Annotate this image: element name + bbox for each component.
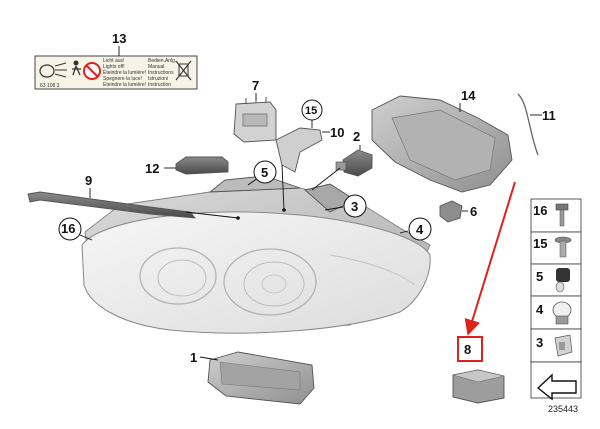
callout-circle-4 — [408, 217, 432, 241]
disposal-bin-icon — [175, 60, 192, 81]
svg-text:Manual: Manual — [148, 64, 164, 70]
svg-text:Eteindre la lumière!: Eteindre la lumière! — [103, 82, 146, 88]
callout-14: 14 — [461, 88, 476, 103]
trim-strip — [27, 191, 197, 219]
lower-tray — [207, 351, 315, 405]
highlight-arrow — [464, 181, 516, 336]
svg-text:Istruzioni: Istruzioni — [148, 76, 168, 82]
svg-text:Bedien.Anlg.: Bedien.Anlg. — [148, 58, 176, 64]
callout-16: 16 — [61, 221, 75, 236]
clip-icon — [554, 334, 573, 357]
svg-text:Instruction: Instruction — [148, 82, 171, 88]
svg-text:Instructions: Instructions — [148, 70, 174, 76]
callout-8: 8 — [464, 342, 471, 357]
legend-item-5: 5 — [536, 269, 543, 284]
callout-2: 2 — [353, 129, 360, 144]
label-text-right: Bedien.Anlg. Manual Instructions Istruzi… — [148, 58, 176, 88]
callout-9: 9 — [85, 173, 92, 188]
callout-15: 15 — [305, 105, 317, 117]
cable — [517, 93, 539, 156]
person-pictogram-icon — [72, 60, 81, 76]
callout-7: 7 — [252, 78, 259, 93]
socket-6 — [439, 200, 463, 223]
legend-item-16: 16 — [533, 203, 547, 218]
control-unit — [233, 97, 277, 143]
next-page-arrow-icon[interactable] — [536, 373, 577, 401]
callout-circle-16 — [58, 217, 82, 241]
housing-cover — [371, 95, 513, 193]
svg-text:Lights off!: Lights off! — [103, 64, 125, 70]
callout-circle-5 — [253, 160, 277, 184]
headlight-assembly — [81, 175, 431, 334]
legend-item-4: 4 — [536, 302, 544, 317]
label-text-left: Licht aus! Lights off! Éteindre la lumiè… — [103, 58, 146, 88]
bolt-icon — [555, 203, 569, 227]
item-8-block — [452, 369, 505, 404]
callout-1: 1 — [190, 350, 197, 365]
callout-4: 4 — [416, 222, 424, 237]
bulb-holder-icon — [555, 268, 570, 293]
label-code: 63 108 3 — [40, 83, 60, 89]
callout-13: 13 — [112, 31, 126, 46]
callout-3: 3 — [351, 199, 358, 214]
cover-cap — [175, 156, 229, 175]
svg-text:Licht aus!: Licht aus! — [103, 58, 124, 64]
callout-6: 6 — [470, 204, 477, 219]
highlight-box — [457, 336, 483, 362]
bulb-socket — [335, 149, 373, 177]
bulb-icon — [552, 301, 572, 325]
headlight-pictogram-icon — [39, 62, 67, 78]
callout-12: 12 — [145, 161, 159, 176]
callout-10: 10 — [330, 125, 344, 140]
callout-circle-3 — [343, 194, 367, 218]
parts-legend: 16 15 5 4 3 — [530, 198, 582, 401]
legend-item-3: 3 — [536, 335, 543, 350]
callout-5: 5 — [261, 165, 268, 180]
warning-label: Licht aus! Lights off! Éteindre la lumiè… — [34, 55, 198, 90]
legend-item-15: 15 — [533, 236, 547, 251]
callout-11: 11 — [542, 108, 556, 123]
bracket — [275, 127, 323, 173]
screw-icon — [554, 236, 572, 258]
reference-number: 235443 — [548, 404, 578, 414]
no-symbol-icon — [83, 62, 101, 80]
svg-text:Éteindre la lumière!: Éteindre la lumière! — [103, 69, 146, 76]
svg-text:Spegnere la luce!: Spegnere la luce! — [103, 76, 142, 82]
